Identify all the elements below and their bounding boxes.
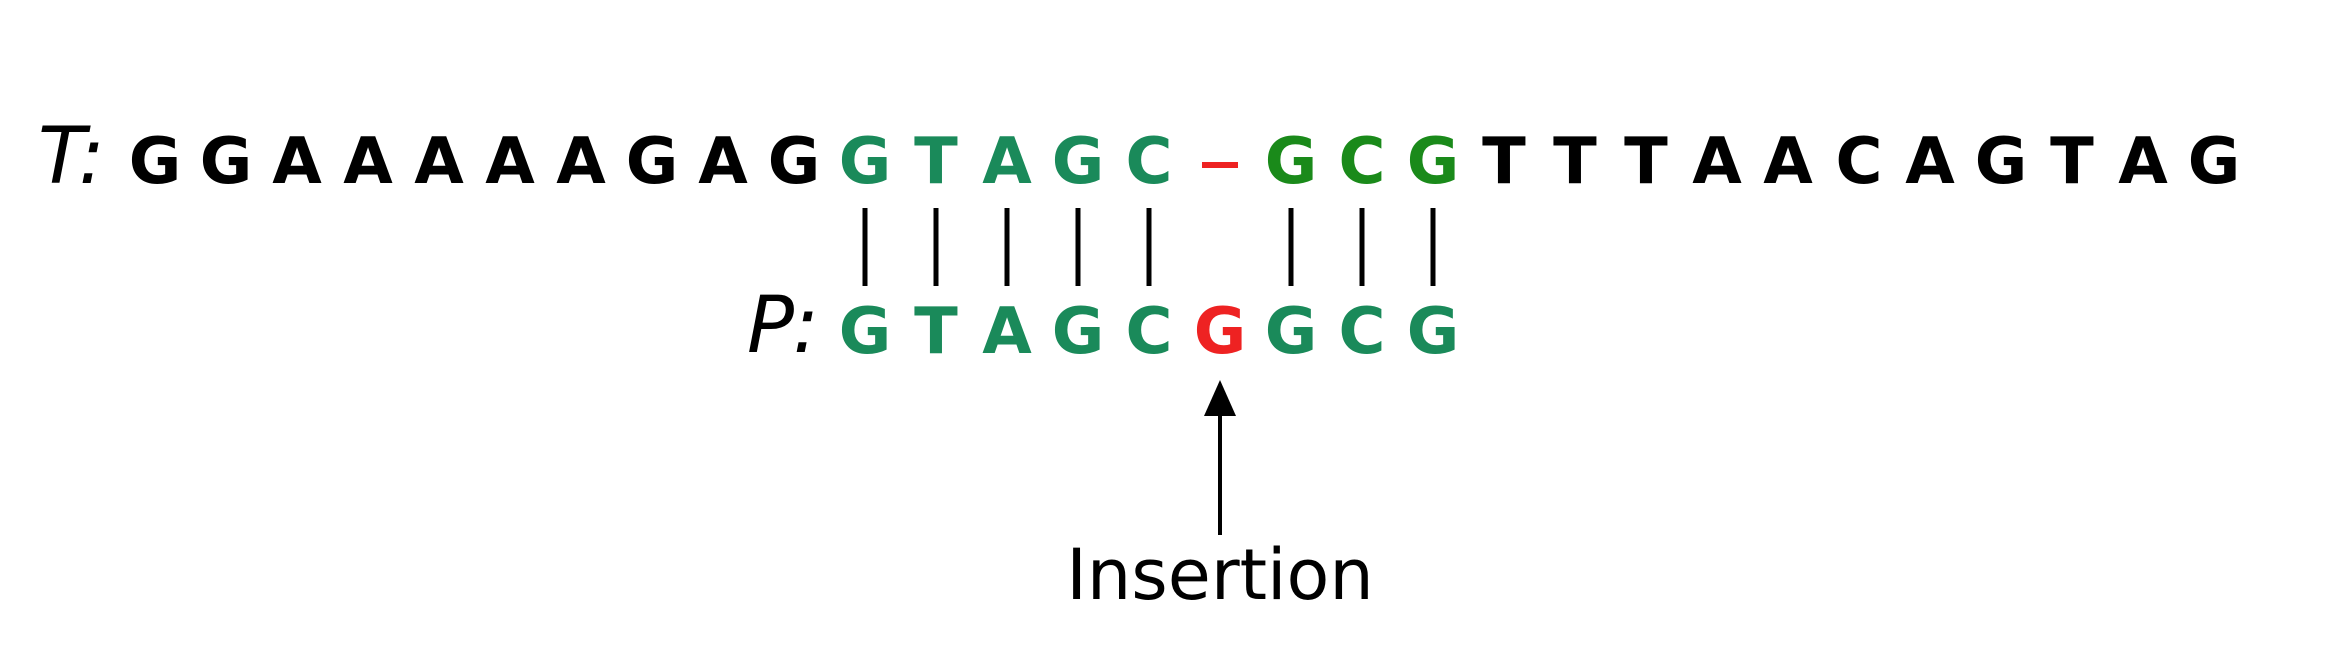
pattern-base: T bbox=[914, 295, 958, 369]
text-base: A bbox=[343, 125, 393, 199]
text-base: T bbox=[1482, 125, 1526, 199]
text-base: A bbox=[1763, 125, 1813, 199]
text-base: T bbox=[914, 125, 958, 199]
pattern-base: G bbox=[1264, 295, 1318, 369]
text-base: A bbox=[485, 125, 535, 199]
text-base: G bbox=[1406, 125, 1460, 199]
match-bar bbox=[1004, 208, 1010, 286]
match-bar bbox=[862, 208, 868, 286]
match-bar bbox=[1359, 208, 1365, 286]
insertion-annotation: Insertion bbox=[1066, 534, 1374, 616]
pattern-base: A bbox=[982, 295, 1032, 369]
pattern-base: C bbox=[1125, 295, 1173, 369]
text-base: A bbox=[1692, 125, 1742, 199]
text-base: A bbox=[272, 125, 322, 199]
text-gap bbox=[1202, 162, 1238, 168]
text-base: A bbox=[698, 125, 748, 199]
text-base: A bbox=[2118, 125, 2168, 199]
text-base: G bbox=[1974, 125, 2028, 199]
text-base: G bbox=[625, 125, 679, 199]
insertion-arrow-icon bbox=[1204, 380, 1236, 535]
text-base: G bbox=[2187, 125, 2241, 199]
text-base: T bbox=[1553, 125, 1597, 199]
pattern-base: G bbox=[838, 295, 892, 369]
text-base: C bbox=[1835, 125, 1883, 199]
text-base: C bbox=[1338, 125, 1386, 199]
text-base: C bbox=[1125, 125, 1173, 199]
pattern-base: G bbox=[1193, 295, 1247, 369]
text-base: G bbox=[1051, 125, 1105, 199]
text-row-label: T: bbox=[38, 112, 105, 202]
text-base: A bbox=[982, 125, 1032, 199]
pattern-row-label: P: bbox=[747, 281, 819, 371]
text-base: G bbox=[1264, 125, 1318, 199]
text-base: G bbox=[128, 125, 182, 199]
text-base: G bbox=[199, 125, 253, 199]
pattern-base: G bbox=[1406, 295, 1460, 369]
match-bar bbox=[933, 208, 939, 286]
match-bar bbox=[1146, 208, 1152, 286]
text-base: A bbox=[556, 125, 606, 199]
text-base: T bbox=[2050, 125, 2094, 199]
pattern-base: G bbox=[1051, 295, 1105, 369]
match-bar bbox=[1430, 208, 1436, 286]
match-bar bbox=[1075, 208, 1081, 286]
text-base: G bbox=[838, 125, 892, 199]
match-bar bbox=[1288, 208, 1294, 286]
text-base: A bbox=[1905, 125, 1955, 199]
text-base: A bbox=[414, 125, 464, 199]
text-base: T bbox=[1624, 125, 1668, 199]
text-base: G bbox=[767, 125, 821, 199]
pattern-base: C bbox=[1338, 295, 1386, 369]
